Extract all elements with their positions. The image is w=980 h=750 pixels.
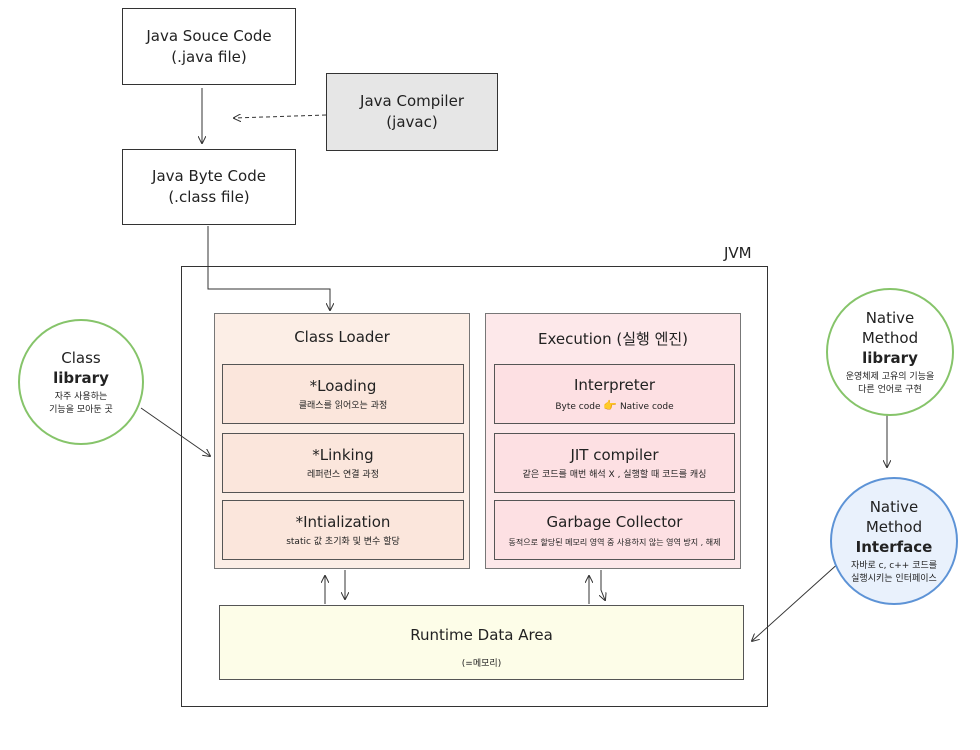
native-interface-desc2: 실행시키는 인터페이스 (851, 573, 937, 584)
native-library-desc2: 다른 언어로 구현 (858, 384, 922, 395)
class-library-line2: library (53, 368, 109, 387)
java-bytecode-title: Java Byte Code (152, 167, 266, 185)
interpreter-title: Interpreter (573, 375, 656, 394)
initialization-step: *Intialization static 값 초기화 및 변수 할당 (222, 500, 464, 560)
class-library-desc1: 자주 사용하는 (54, 391, 108, 402)
java-source-title: Java Souce Code (146, 26, 272, 45)
jvm-label: JVM (724, 244, 752, 262)
class-library-circle: Class library 자주 사용하는 기능을 모아둔 곳 (18, 319, 144, 445)
native-library-line3: library (862, 348, 918, 367)
class-library-line1: Class (61, 348, 101, 367)
java-compiler-box: Java Compiler (javac) (326, 73, 498, 151)
java-compiler-subtitle: (javac) (386, 113, 438, 131)
interpreter-box: Interpreter Byte code 👉 Native code (494, 364, 735, 424)
native-library-line2: Method (861, 328, 919, 347)
native-library-desc1: 운영체제 고유의 기능을 (845, 371, 935, 382)
java-source-subtitle: (.java file) (171, 47, 247, 66)
initialization-desc: static 값 초기화 및 변수 할당 (286, 536, 400, 547)
arrow-compiler-dashed (234, 115, 327, 118)
garbage-collector-title: Garbage Collector (546, 512, 683, 531)
pointing-hand-icon: 👉 (603, 398, 618, 412)
native-interface-circle: Native Method Interface 자바로 c, c++ 코드를 실… (830, 477, 958, 605)
garbage-collector-box: Garbage Collector 동적으로 할당된 메모리 영역 중 사용하지… (494, 500, 735, 560)
java-source-box: Java Souce Code (.java file) (122, 8, 296, 85)
java-bytecode-box: Java Byte Code (.class file) (122, 149, 296, 225)
native-library-circle: Native Method library 운영체제 고유의 기능을 다른 언어… (826, 288, 954, 416)
execution-panel: Execution (실행 엔진) Interpreter Byte code … (485, 313, 741, 569)
linking-step: *Linking 레퍼런스 연결 과정 (222, 433, 464, 493)
arrow-exec-to-runtime (601, 570, 605, 600)
linking-title: *Linking (312, 445, 374, 464)
loading-title: *Loading (309, 376, 377, 395)
initialization-title: *Intialization (295, 512, 391, 531)
runtime-title: Runtime Data Area (410, 626, 553, 644)
arrow-interface-to-runtime (752, 560, 842, 641)
interpreter-desc: Byte code 👉 Native code (555, 399, 673, 414)
class-library-desc2: 기능을 모아둔 곳 (49, 404, 113, 415)
jit-compiler-title: JIT compiler (570, 445, 659, 464)
linking-desc: 레퍼런스 연결 과정 (307, 469, 379, 480)
native-library-line1: Native (865, 308, 915, 327)
interpreter-desc-left: Byte code (555, 401, 601, 412)
jit-compiler-desc: 같은 코드를 매번 해석 X , 실행할 때 코드를 캐싱 (522, 469, 707, 480)
java-compiler-title: Java Compiler (360, 92, 464, 110)
arrow-bytecode-to-loader (207, 226, 330, 310)
native-interface-line3: Interface (855, 537, 933, 556)
java-bytecode-subtitle: (.class file) (168, 188, 250, 206)
jit-compiler-box: JIT compiler 같은 코드를 매번 해석 X , 실행할 때 코드를 … (494, 433, 735, 493)
arrow-library-to-loader (140, 407, 210, 456)
runtime-subtitle: (=메모리) (461, 659, 502, 669)
native-interface-desc1: 자바로 c, c++ 코드를 (850, 560, 938, 571)
loading-desc: 클래스를 읽어오는 과정 (298, 400, 388, 411)
native-interface-line1: Native (869, 497, 919, 516)
interpreter-desc-right: Native code (619, 401, 674, 412)
runtime-data-area: Runtime Data Area (=메모리) (219, 605, 744, 680)
execution-title: Execution (실행 엔진) (537, 330, 689, 348)
class-loader-panel: Class Loader *Loading 클래스를 읽어오는 과정 *Link… (214, 313, 470, 569)
garbage-collector-desc: 동적으로 할당된 메모리 영역 중 사용하지 않는 영역 방지 , 해제 (508, 537, 721, 547)
loading-step: *Loading 클래스를 읽어오는 과정 (222, 364, 464, 424)
class-loader-title: Class Loader (294, 328, 390, 346)
native-interface-line2: Method (865, 517, 923, 536)
